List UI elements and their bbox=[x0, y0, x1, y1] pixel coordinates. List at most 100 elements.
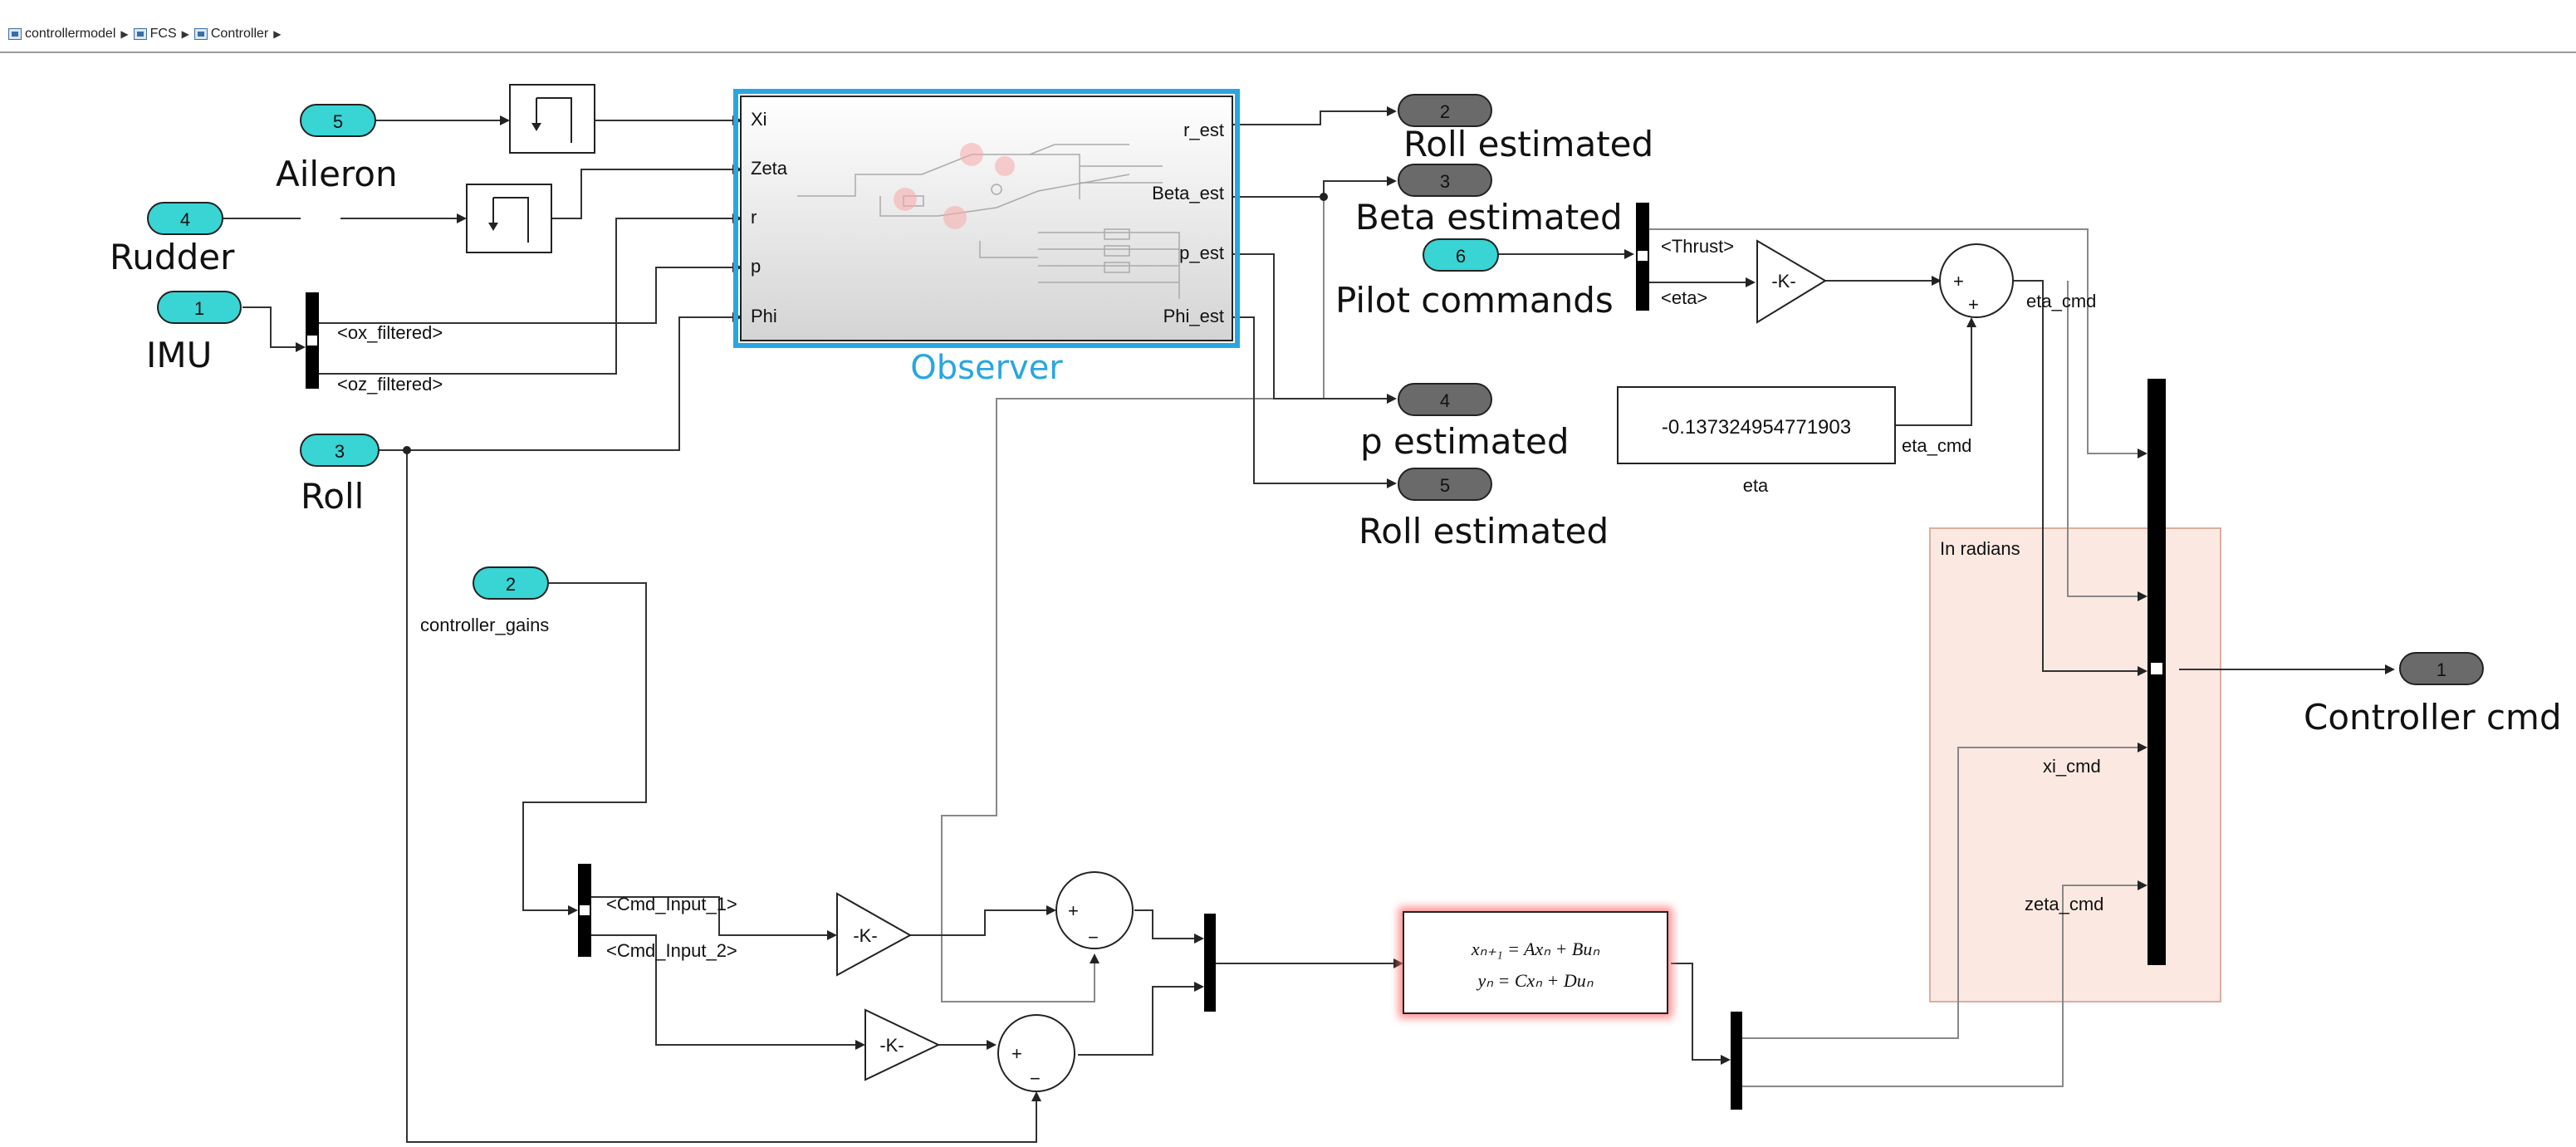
subsystem-icon bbox=[193, 28, 208, 40]
inport-6[interactable]: 6 bbox=[1423, 238, 1499, 272]
inport-4[interactable]: 4 bbox=[147, 202, 223, 235]
observer-label: Observer bbox=[910, 349, 1063, 387]
svg-text:4: 4 bbox=[180, 209, 190, 230]
breadcrumb-item-controller[interactable]: Controller bbox=[193, 27, 268, 42]
observer-output-phi-est: Phi_est bbox=[1163, 306, 1224, 326]
outport-4[interactable]: 4 bbox=[1398, 383, 1492, 416]
outport-label-controller-cmd: Controller cmd bbox=[2304, 697, 2562, 738]
breadcrumb-item-controllermodel[interactable]: controllermodel bbox=[8, 27, 115, 42]
gain-block-eta[interactable]: -K- bbox=[1756, 239, 1827, 324]
breadcrumb: controllermodel ▶ FCS ▶ Controller ▶ bbox=[8, 20, 281, 48]
sum-block-eta[interactable]: + + bbox=[1939, 243, 2014, 318]
observer-subsystem[interactable]: Xi Zeta r p Phi r_est Beta_est p_est Phi… bbox=[733, 89, 1240, 348]
outport-label-roll-estimated-2: Roll estimated bbox=[1359, 511, 1609, 551]
svg-text:1: 1 bbox=[194, 298, 204, 319]
svg-text:2: 2 bbox=[506, 574, 516, 595]
svg-text:−: − bbox=[1030, 1068, 1041, 1089]
signal-cmd-input-2: <Cmd_Input_2> bbox=[606, 940, 737, 961]
outport-label-beta-estimated: Beta estimated bbox=[1355, 197, 1623, 238]
svg-text:-K-: -K- bbox=[879, 1035, 904, 1056]
inport-1[interactable]: 1 bbox=[157, 291, 242, 324]
inport-label-imu: IMU bbox=[146, 335, 212, 375]
inport-2[interactable]: 2 bbox=[473, 566, 549, 600]
outport-5[interactable]: 5 bbox=[1398, 468, 1492, 501]
signal-label-eta-cmd: eta_cmd bbox=[2026, 291, 2096, 311]
gain-block-cmd1[interactable]: -K- bbox=[836, 892, 913, 977]
mux-block-controller[interactable] bbox=[2147, 379, 2166, 965]
signal-cmd-input-1: <Cmd_Input_1> bbox=[606, 894, 737, 914]
svg-text:-K-: -K- bbox=[1771, 271, 1795, 292]
svg-text:-0.137324954771903: -0.137324954771903 bbox=[1662, 416, 1851, 439]
observer-output-p-est: p_est bbox=[1179, 243, 1224, 263]
svg-text:+: + bbox=[1968, 294, 1979, 315]
sum-block-cmd2[interactable]: + − bbox=[997, 1014, 1075, 1092]
bus-selector-gains[interactable]: <Cmd_Input_1> <Cmd_Input_2> bbox=[578, 864, 737, 961]
inport-label-aileron: Aileron bbox=[276, 154, 398, 194]
outport-3[interactable]: 3 bbox=[1398, 164, 1492, 197]
observer-preview-icon bbox=[797, 144, 1180, 299]
observer-input-xi: Xi bbox=[751, 109, 767, 130]
inport-5[interactable]: 5 bbox=[300, 104, 376, 137]
inport-3[interactable]: 3 bbox=[300, 434, 380, 467]
signal-ox-filtered: <ox_filtered> bbox=[337, 322, 443, 343]
signal-label-eta-cmd-const: eta_cmd bbox=[1902, 435, 1971, 456]
observer-highlight-icon bbox=[894, 143, 1015, 229]
observer-output-r-est: r_est bbox=[1183, 120, 1224, 140]
demux-block-cmd[interactable] bbox=[1731, 1012, 1742, 1110]
observer-input-zeta: Zeta bbox=[751, 158, 788, 179]
mux-block-cmd[interactable] bbox=[1204, 914, 1216, 1012]
inport-label-rudder: Rudder bbox=[110, 237, 235, 277]
svg-text:3: 3 bbox=[335, 441, 345, 462]
outport-1[interactable]: 1 bbox=[2399, 652, 2484, 685]
breadcrumb-separator-icon: ▶ bbox=[181, 28, 189, 40]
constant-block-eta[interactable]: -0.137324954771903 bbox=[1617, 386, 1896, 464]
signal-label-xi-cmd: xi_cmd bbox=[2043, 756, 2101, 777]
svg-text:−: − bbox=[1088, 927, 1099, 948]
observer-input-r: r bbox=[751, 207, 757, 228]
bus-selector-imu[interactable]: <ox_filtered> <oz_filtered> bbox=[306, 292, 443, 395]
observer-input-phi: Phi bbox=[751, 306, 777, 326]
outport-label-roll-estimated: Roll estimated bbox=[1403, 124, 1653, 164]
toolbar-divider bbox=[0, 51, 2576, 53]
bus-selector-pilot[interactable]: <Thrust> <eta> bbox=[1636, 203, 1734, 311]
signal-label-zeta-cmd: zeta_cmd bbox=[2025, 894, 2103, 914]
unit-delay-block-aileron[interactable] bbox=[509, 84, 595, 154]
inport-label-pilot-commands: Pilot commands bbox=[1335, 280, 1614, 321]
breadcrumb-separator-icon: ▶ bbox=[120, 28, 129, 40]
model-icon bbox=[8, 28, 22, 40]
outport-2[interactable]: 2 bbox=[1398, 94, 1492, 127]
svg-text:+: + bbox=[1011, 1043, 1022, 1064]
svg-text:2: 2 bbox=[1440, 101, 1450, 122]
svg-text:4: 4 bbox=[1440, 390, 1450, 411]
breadcrumb-item-fcs[interactable]: FCS bbox=[133, 27, 177, 42]
gain-block-cmd2[interactable]: -K- bbox=[864, 1008, 941, 1081]
svg-text:1: 1 bbox=[2436, 659, 2446, 680]
observer-input-p: p bbox=[751, 256, 761, 277]
unit-delay-block-rudder[interactable] bbox=[466, 184, 552, 253]
svg-text:-K-: -K- bbox=[853, 925, 877, 946]
svg-text:+: + bbox=[1068, 900, 1079, 921]
inport-label-roll: Roll bbox=[301, 476, 364, 517]
breadcrumb-separator-icon: ▶ bbox=[273, 28, 282, 40]
observer-output-beta-est: Beta_est bbox=[1152, 183, 1224, 203]
outport-label-p-estimated: p estimated bbox=[1360, 421, 1570, 462]
signal-thrust: <Thrust> bbox=[1661, 236, 1734, 257]
svg-text:yₙ = Cxₙ + Duₙ: yₙ = Cxₙ + Duₙ bbox=[1476, 970, 1593, 991]
signal-lines bbox=[223, 106, 2395, 1143]
constant-label: eta bbox=[1743, 475, 1769, 496]
svg-text:xₙ₊₁ = Axₙ + Buₙ: xₙ₊₁ = Axₙ + Buₙ bbox=[1471, 939, 1599, 959]
sum-block-cmd1[interactable]: + − bbox=[1055, 871, 1134, 949]
signal-eta: <eta> bbox=[1661, 287, 1707, 308]
svg-text:5: 5 bbox=[333, 111, 343, 132]
signal-oz-filtered: <oz_filtered> bbox=[337, 374, 443, 395]
svg-text:5: 5 bbox=[1440, 475, 1450, 496]
subsystem-icon bbox=[133, 28, 147, 40]
svg-text:6: 6 bbox=[1456, 246, 1466, 267]
discrete-state-space-block[interactable]: xₙ₊₁ = Axₙ + Buₙ yₙ = Cxₙ + Duₙ bbox=[1398, 907, 1672, 1018]
area-label: In radians bbox=[1940, 538, 2020, 559]
svg-text:+: + bbox=[1953, 271, 1964, 292]
inport-label-controller-gains: controller_gains bbox=[420, 615, 549, 635]
svg-text:3: 3 bbox=[1440, 171, 1450, 192]
area-in-radians[interactable]: In radians bbox=[1929, 527, 2221, 1002]
